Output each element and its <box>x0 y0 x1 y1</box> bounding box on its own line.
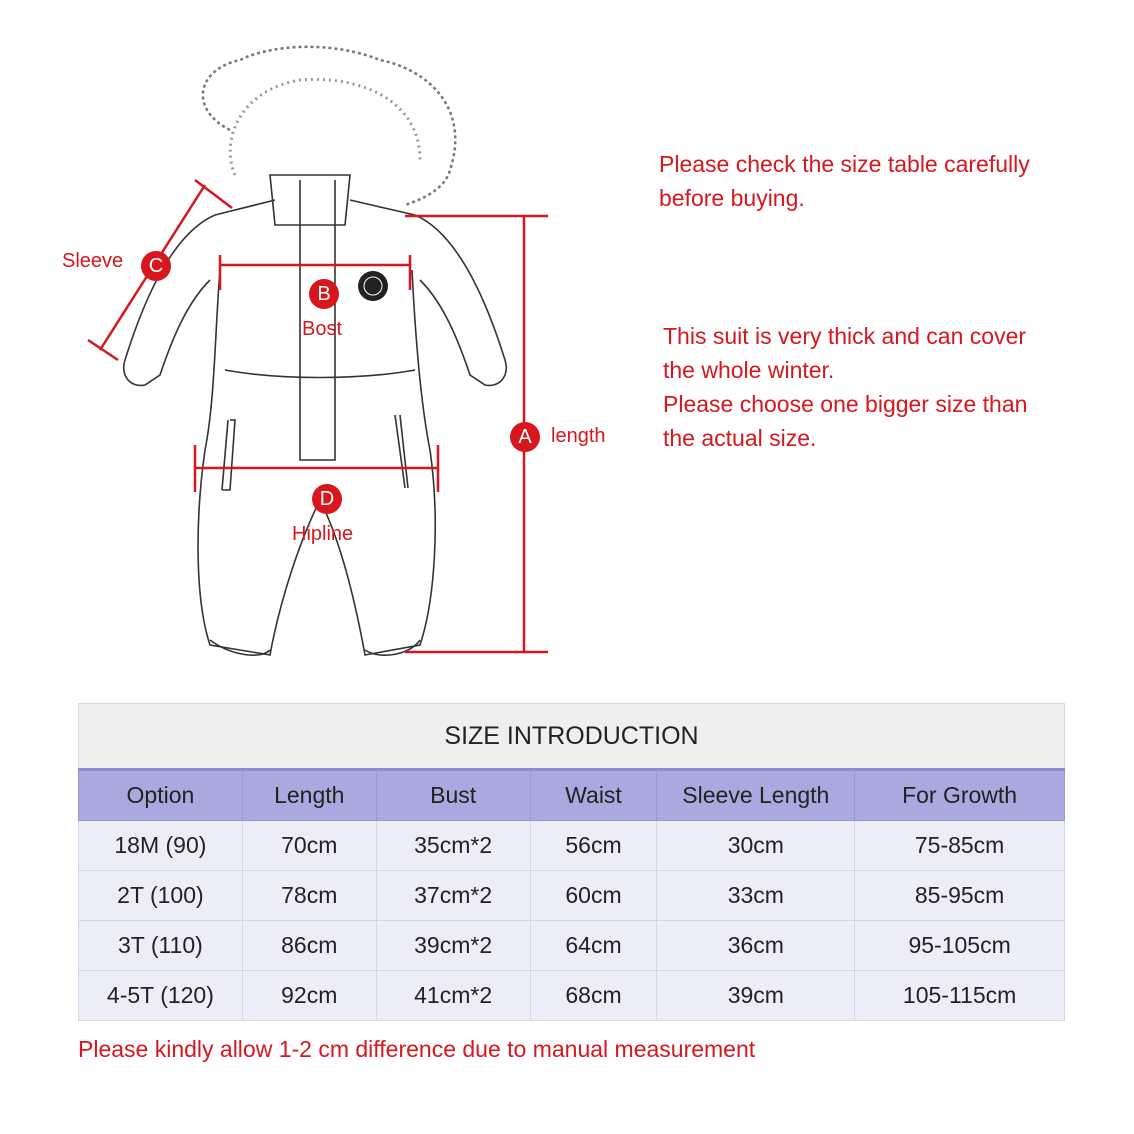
note-line: This suit is very thick and can cover <box>663 323 1027 349</box>
table-cell: 75-85cm <box>854 820 1065 871</box>
table-cell: 105-115cm <box>854 970 1065 1021</box>
bust-badge: B <box>309 279 339 309</box>
table-cell: 33cm <box>656 870 856 921</box>
note-line: Please check the size table carefully <box>659 151 1030 177</box>
table-cell: 41cm*2 <box>375 970 531 1021</box>
table-cell: 70cm <box>241 820 377 871</box>
sleeve-badge: C <box>141 251 171 281</box>
header-cell: Option <box>78 769 243 821</box>
table-cell: 92cm <box>241 970 377 1021</box>
table-cell: 30cm <box>656 820 856 871</box>
size-table: SIZE INTRODUCTION Option Length Bust Wai… <box>78 703 1065 1021</box>
table-cell: 85-95cm <box>854 870 1065 921</box>
table-cell: 2T (100) <box>78 870 243 921</box>
note-line: Please choose one bigger size than <box>663 391 1028 417</box>
header-cell: Sleeve Length <box>656 769 856 821</box>
table-cell: 39cm*2 <box>375 920 531 971</box>
hipline-label: Hipline <box>292 523 354 545</box>
logo-patch-icon <box>358 271 388 301</box>
length-badge: A <box>510 422 540 452</box>
hipline-badge: D <box>312 484 342 514</box>
table-cell: 60cm <box>529 870 658 921</box>
table-cell: 39cm <box>656 970 856 1021</box>
table-header-row: Option Length Bust Waist Sleeve Length F… <box>78 769 1065 821</box>
length-label: length <box>551 425 606 447</box>
table-cell: 78cm <box>241 870 377 921</box>
footer-note: Please kindly allow 1-2 cm difference du… <box>78 1036 756 1062</box>
table-cell: 18M (90) <box>78 820 243 871</box>
note-line: before buying. <box>659 185 805 211</box>
table-cell: 37cm*2 <box>375 870 531 921</box>
note-line: the whole winter. <box>663 357 835 383</box>
table-cell: 56cm <box>529 820 658 871</box>
table-cell: 4-5T (120) <box>78 970 243 1021</box>
note-thick-suit: This suit is very thick and can cover th… <box>663 319 1027 455</box>
note-check-size: Please check the size table carefully be… <box>659 147 1030 215</box>
bust-label: Bost <box>302 318 343 340</box>
header-cell: Bust <box>375 769 531 821</box>
table-cell: 35cm*2 <box>375 820 531 871</box>
table-cell: 3T (110) <box>78 920 243 971</box>
table-cell: 36cm <box>656 920 856 971</box>
table-cell: 68cm <box>529 970 658 1021</box>
header-cell: Length <box>241 769 377 821</box>
table-cell: 95-105cm <box>854 920 1065 971</box>
table-cell: 86cm <box>241 920 377 971</box>
header-cell: Waist <box>529 769 658 821</box>
header-cell: For Growth <box>854 769 1065 821</box>
table-title: SIZE INTRODUCTION <box>78 703 1065 771</box>
sleeve-label: Sleeve <box>62 250 124 272</box>
note-line: the actual size. <box>663 425 817 451</box>
table-cell: 64cm <box>529 920 658 971</box>
snowsuit-sketch <box>87 45 548 656</box>
